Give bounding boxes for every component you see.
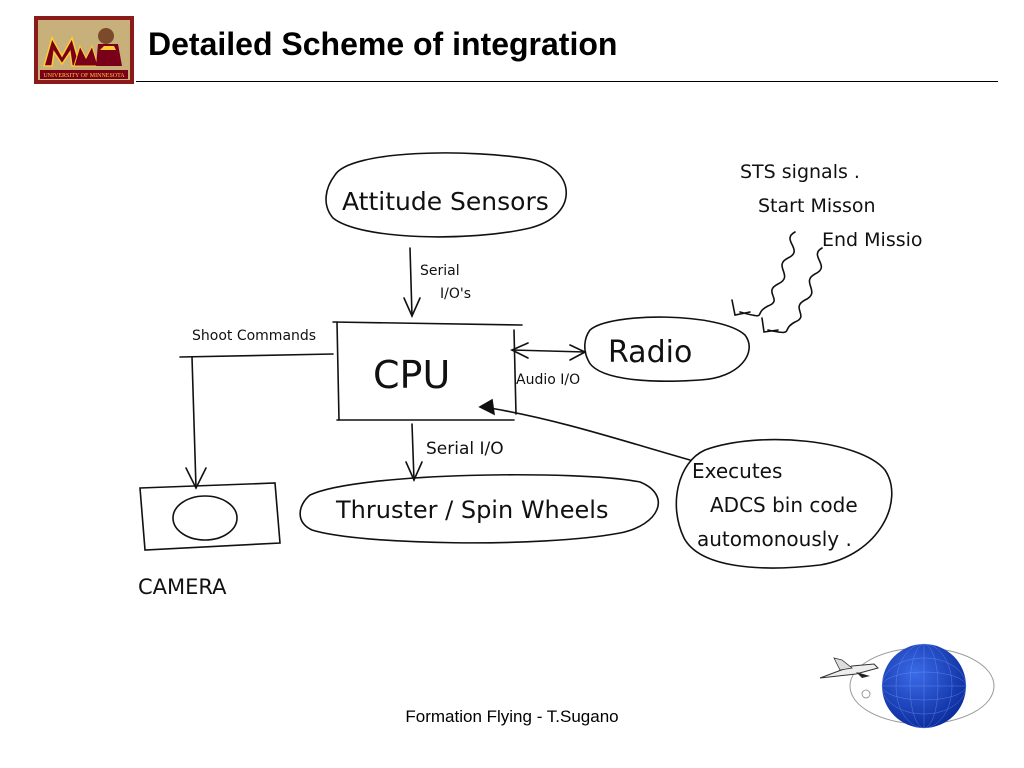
logo-text: UNIVERSITY OF MINNESOTA [43, 73, 125, 79]
camera-lens [172, 495, 238, 541]
earth-shuttle-graphic [819, 643, 995, 729]
executes-label-3: automonously . [697, 527, 852, 551]
radio-ellipse [584, 316, 750, 382]
attitude-sensors-label: Attitude Sensors [342, 187, 549, 216]
camera-box [139, 482, 281, 551]
executes-label-2: ADCS bin code [710, 493, 858, 517]
serial-io-out-label: Serial I/O [426, 439, 504, 459]
cpu-to-thruster-arrow [411, 423, 415, 481]
camera-label: CAMERA [138, 575, 227, 599]
sts-signal-arrow-1 [739, 231, 796, 317]
executes-ellipse [675, 438, 893, 569]
sts-signals-label: STS signals . [740, 161, 860, 183]
attitude-sensors-ellipse [325, 152, 568, 238]
cpu-radio-arrow [511, 349, 586, 353]
sts-signal-arrow-2 [767, 247, 823, 334]
end-mission-label: End Missio [822, 229, 923, 251]
shoot-commands-line [179, 353, 334, 358]
university-logo: UNIVERSITY OF MINNESOTA [34, 16, 134, 84]
space-shuttle-icon [819, 657, 879, 679]
start-mission-label: Start Misson [758, 195, 876, 217]
cpu-box [332, 321, 523, 326]
thruster-label: Thruster / Spin Wheels [335, 496, 608, 524]
thruster-ellipse [299, 473, 660, 544]
slide-title: Detailed Scheme of integration [148, 26, 618, 62]
cpu-label: CPU [373, 353, 450, 397]
radio-label: Radio [608, 335, 692, 370]
serial-io-label-1: Serial [420, 263, 460, 279]
slide-footer: Formation Flying - T.Sugano [405, 707, 619, 726]
serial-io-label-2: I/O's [440, 286, 471, 302]
title-divider [136, 81, 998, 82]
shoot-commands-label: Shoot Commands [192, 328, 316, 344]
executes-to-cpu-arrow [489, 407, 691, 461]
executes-label-1: Executes [692, 459, 782, 483]
sensors-to-cpu-arrow [409, 247, 413, 317]
audio-io-label: Audio I/O [516, 372, 580, 388]
